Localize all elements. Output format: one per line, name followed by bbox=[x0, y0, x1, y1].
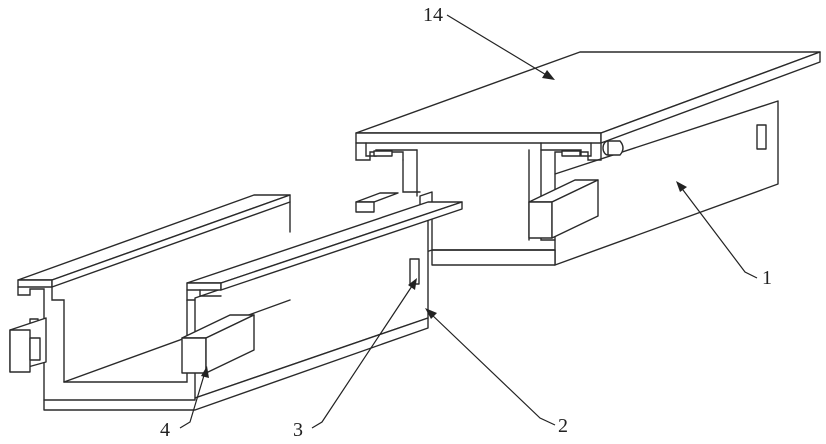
label-14: 14 bbox=[423, 4, 443, 26]
front-rail bbox=[18, 195, 462, 410]
end-clip bbox=[10, 318, 46, 372]
label-2: 2 bbox=[558, 415, 568, 437]
leader-2 bbox=[425, 308, 555, 425]
label-3: 3 bbox=[293, 419, 303, 441]
slide-block-rear bbox=[356, 193, 398, 212]
label-4: 4 bbox=[160, 419, 170, 441]
leader-14 bbox=[447, 15, 555, 80]
label-1: 1 bbox=[762, 267, 772, 289]
